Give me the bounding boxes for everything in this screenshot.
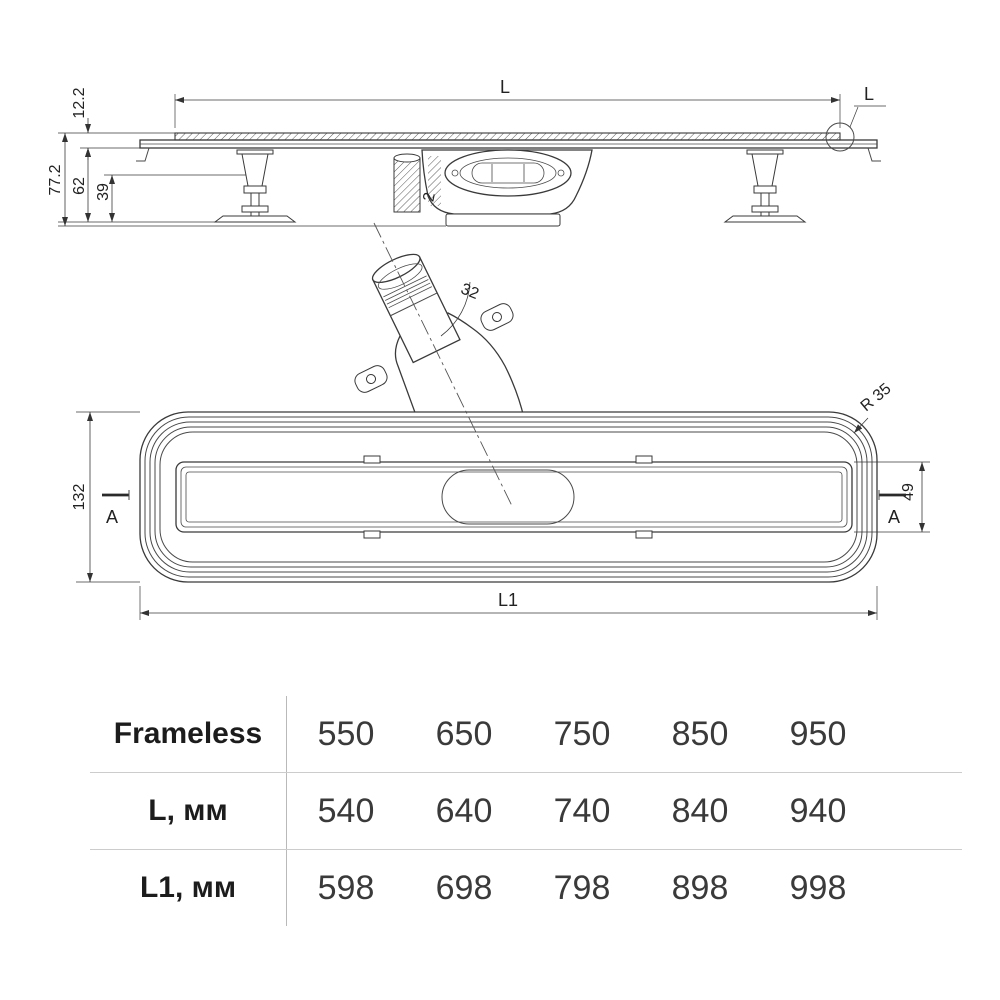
size-value: 740 [553, 791, 611, 830]
clip [635, 530, 653, 539]
dim-body-width: 132 [71, 484, 88, 511]
dim-total-height: 77.2 [47, 164, 64, 195]
row-label: L, мм [90, 773, 287, 849]
size-value: 540 [317, 791, 375, 830]
dim-length-L: L [500, 77, 510, 97]
side-view: 2 L L 77.2 12.2 62 39 [47, 77, 886, 227]
channel-outline [139, 411, 878, 583]
dim-grate-width: 49 [900, 483, 917, 501]
mounting-ear-right [480, 303, 514, 331]
grate-profile [174, 132, 841, 141]
end-bracket-left [136, 147, 150, 162]
size-value: 898 [671, 868, 729, 907]
size-value: 598 [317, 868, 375, 907]
size-value: 750 [553, 714, 611, 753]
foot-right [723, 149, 807, 223]
size-value: 698 [435, 868, 493, 907]
detail-circle [825, 122, 855, 152]
dim-corner-radius: R 35 [858, 380, 895, 415]
clip [363, 530, 381, 539]
size-value: 550 [317, 714, 375, 753]
size-value: 950 [789, 714, 847, 753]
size-value: 650 [435, 714, 493, 753]
outlet-flange [444, 149, 572, 197]
table-row: Frameless 550 650 750 850 950 [90, 696, 962, 773]
row-label: L1, мм [90, 850, 287, 926]
clip [635, 455, 653, 464]
section-label-left: A [106, 507, 118, 527]
grate-frame [175, 461, 853, 533]
size-value: 940 [789, 791, 847, 830]
clip [363, 455, 381, 464]
drain-hump [441, 469, 575, 525]
dim-leg-height: 39 [95, 183, 112, 201]
size-table: Frameless 550 650 750 850 950 L, мм 540 … [90, 696, 962, 926]
dim-length-L1: L1 [498, 590, 518, 610]
dim-grate-height: 12.2 [71, 87, 88, 118]
plan-view: 32 R 35 132 49 A [71, 222, 930, 620]
table-row: L, мм 540 640 740 840 940 [90, 773, 962, 850]
siphon-body [393, 149, 593, 227]
size-value: 798 [553, 868, 611, 907]
size-value: 850 [671, 714, 729, 753]
size-value: 840 [671, 791, 729, 830]
dim-pipe-32: 32 [458, 281, 481, 303]
size-value: 640 [435, 791, 493, 830]
end-bracket-right [867, 147, 881, 162]
detail-label-L: L [864, 84, 874, 104]
row-label: Frameless [90, 696, 287, 772]
dim-wall-thickness: 2 [420, 191, 438, 203]
centerline [373, 222, 513, 507]
technical-drawing: 2 L L 77.2 12.2 62 39 [47, 77, 930, 620]
size-value: 998 [789, 868, 847, 907]
mounting-ear-left [354, 365, 388, 393]
dim-channel-height: 62 [71, 177, 88, 195]
foot-left [213, 149, 297, 223]
section-label-right: A [888, 507, 900, 527]
table-row: L1, мм 598 698 798 898 998 [90, 850, 962, 926]
